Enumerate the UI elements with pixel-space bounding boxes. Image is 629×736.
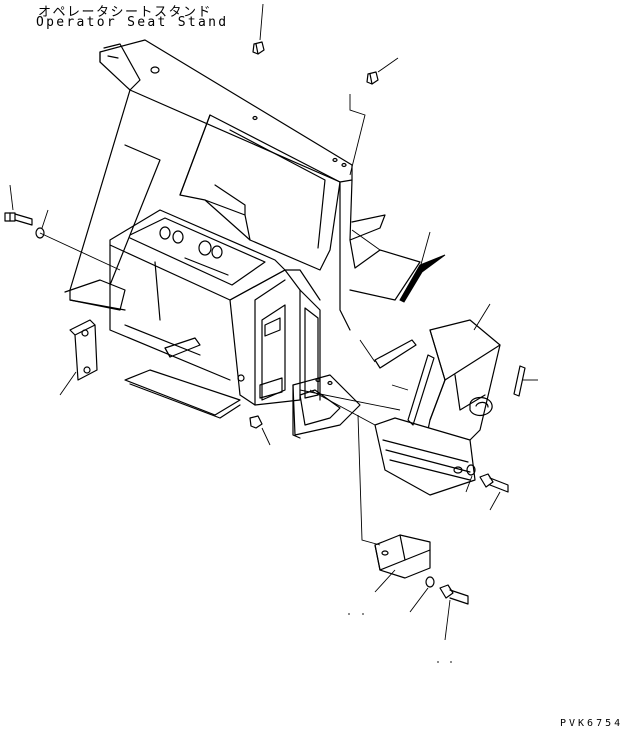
drawing-code: PVK6754 — [560, 718, 624, 729]
diagram-title-japanese: オペレータシートスタンド — [38, 5, 213, 20]
fasteners — [4, 41, 509, 605]
seat-stand-frame — [64, 39, 421, 419]
washer-left — [35, 227, 45, 239]
mounting-plate-left — [69, 319, 98, 381]
washer-lower — [425, 576, 435, 588]
cover — [374, 319, 501, 496]
rubber-pads — [374, 339, 526, 426]
bolt-left — [4, 212, 33, 226]
side-bracket — [292, 374, 361, 439]
nut-center — [249, 415, 263, 429]
leader-lines — [9, 3, 538, 663]
washer-right — [466, 464, 476, 476]
nut-top — [252, 41, 265, 55]
bolt-right — [479, 473, 509, 493]
bolt-lower — [439, 584, 469, 605]
lower-bracket — [374, 534, 431, 579]
nut-upper-right — [366, 71, 379, 85]
wedge-clip — [399, 254, 446, 303]
diagram-title-english: Operator Seat Stand — [36, 15, 229, 30]
